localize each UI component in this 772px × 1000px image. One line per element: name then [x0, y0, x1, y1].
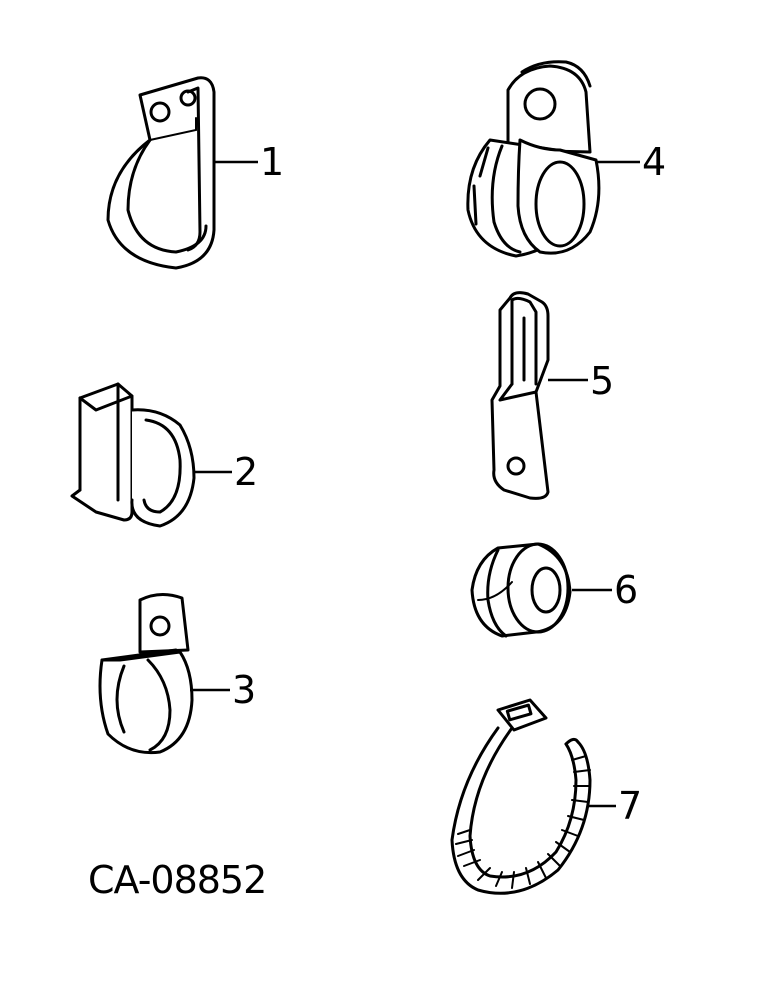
- spring-clip-clamp-icon: [70, 382, 232, 528]
- edge-clip-bracket-icon: [490, 291, 588, 500]
- single-tab-loop-clamp-icon: [106, 76, 258, 270]
- drawing-number: CA-08852: [88, 858, 266, 902]
- callout-3: 3: [232, 668, 256, 712]
- callout-2: 2: [234, 450, 258, 494]
- callout-4: 4: [642, 140, 666, 184]
- callout-7: 7: [618, 784, 642, 828]
- cushioned-loop-clamp-icon: [466, 60, 640, 258]
- cable-tie-icon: [450, 698, 616, 895]
- callout-6: 6: [614, 568, 638, 612]
- grommet-icon: [470, 542, 612, 638]
- callout-5: 5: [590, 359, 614, 403]
- band-clamp-icon: [98, 593, 230, 755]
- callout-1: 1: [260, 140, 284, 184]
